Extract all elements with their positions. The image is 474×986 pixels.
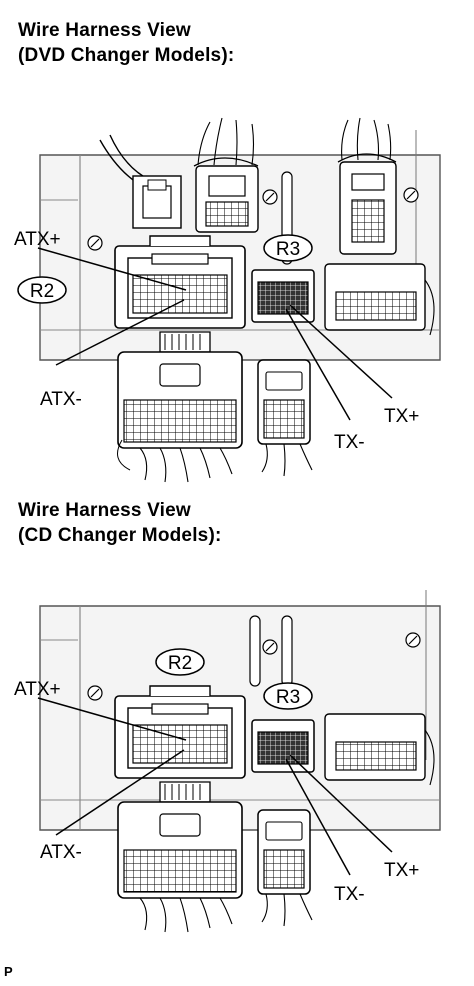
lower-middle-plug: [257, 359, 313, 477]
lower-middle-plug: [257, 809, 313, 927]
pin-label-atx-plus: ATX+: [14, 229, 61, 250]
connector-r3: [251, 269, 315, 323]
top-right-connector: [337, 117, 397, 255]
heading-line-1: Wire Harness View: [18, 500, 191, 521]
pin-label-atx-plus: ATX+: [14, 679, 61, 700]
label-r2: R2: [168, 653, 192, 674]
wire-harness-diagram-dvd: R2 R3 ATX+ ATX- TX+ TX-: [14, 117, 441, 483]
pin-label-tx-plus: TX+: [384, 860, 419, 881]
ground-icon: [262, 639, 278, 655]
label-r3: R3: [276, 239, 300, 260]
top-middle-connector: [193, 117, 259, 233]
ground-icon: [403, 187, 419, 203]
leader-lines: [37, 247, 393, 421]
ground-icon: [87, 685, 103, 701]
callout-oval-r3: [263, 682, 313, 710]
label-r3: R3: [276, 687, 300, 708]
pin-label-atx-minus: ATX-: [40, 389, 82, 410]
right-connector: [324, 713, 435, 786]
callout-oval-r3: [263, 234, 313, 262]
footer-code: P: [4, 964, 13, 979]
top-left-connector: [99, 134, 182, 229]
lower-left-plug: [117, 781, 243, 933]
connector-r3: [251, 719, 315, 773]
label-r2: R2: [30, 281, 54, 302]
heading-cd-changer-models: Wire Harness View (CD Changer Models):: [18, 498, 222, 548]
pin-label-tx-minus: TX-: [334, 432, 365, 453]
ground-icon: [262, 189, 278, 205]
heading-line-2: (CD Changer Models):: [18, 525, 222, 546]
connector-r2: [114, 685, 246, 779]
ground-icon: [405, 632, 421, 648]
connector-r2: [114, 235, 246, 329]
ground-icon: [87, 235, 103, 251]
callout-oval-r2: [155, 648, 205, 676]
heading-line-1: Wire Harness View: [18, 20, 191, 41]
heading-dvd-changer-models: Wire Harness View (DVD Changer Models):: [18, 18, 234, 68]
pin-label-atx-minus: ATX-: [40, 842, 82, 863]
wire-harness-diagram-cd: R2 R3 ATX+ ATX- TX+ TX-: [14, 590, 441, 933]
leader-lines: [37, 697, 393, 876]
heading-line-2: (DVD Changer Models):: [18, 45, 235, 66]
lower-left-plug: [117, 331, 243, 483]
pin-label-tx-plus: TX+: [384, 406, 419, 427]
right-connector: [324, 263, 435, 336]
pin-label-tx-minus: TX-: [334, 884, 365, 905]
callout-oval-r2: [17, 276, 67, 304]
bracket: [249, 615, 293, 687]
